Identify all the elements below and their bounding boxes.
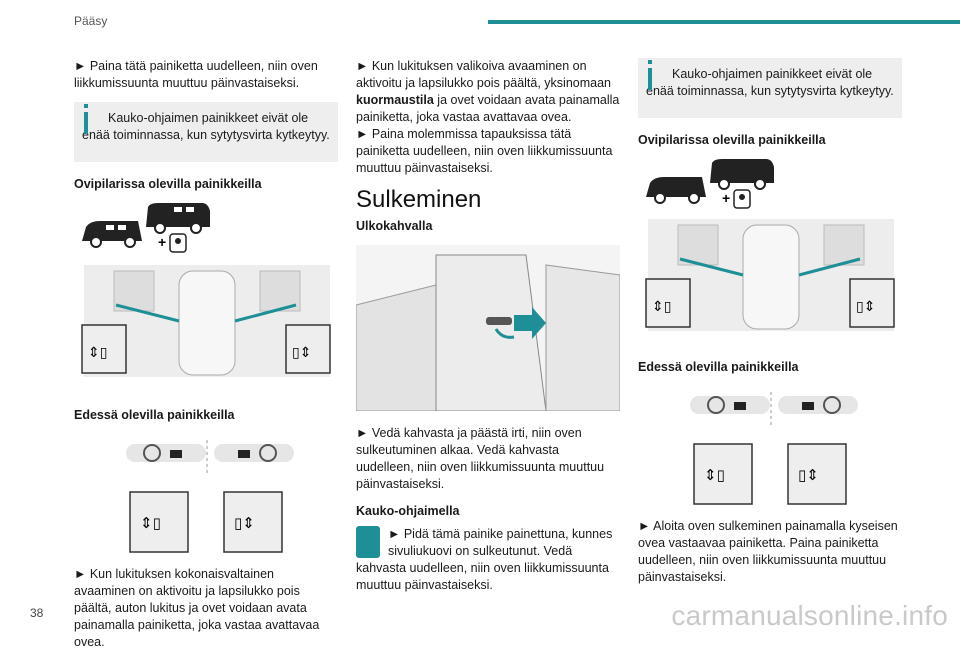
front-buttons-illustration: ⇕▯ ▯⇕	[126, 440, 294, 553]
paragraph: ► Paina tätä painiketta uudelleen, niin …	[74, 59, 318, 90]
paragraph: ► Kun lukituksen valikoiva avaaminen on …	[356, 58, 620, 126]
page-number: 38	[30, 606, 44, 620]
remote-paragraph: ► Pidä tämä painike painettuna, kunnes s…	[356, 526, 620, 594]
column-2: ► Kun lukituksen valikoiva avaaminen on …	[356, 58, 620, 594]
info-icon-bar	[84, 112, 88, 134]
heading-side-buttons: Ovipilarissa olevilla painikkeilla	[638, 133, 826, 147]
info-box: Kauko-ohjaimen painikkeet eivät ole enää…	[638, 58, 902, 118]
svg-text:⇕▯: ⇕▯	[704, 466, 725, 484]
remote-key-icon	[356, 526, 380, 558]
heading-side-buttons: Ovipilarissa olevilla painikkeilla	[74, 177, 262, 191]
vans-icon: +	[646, 159, 774, 209]
bold-term: kuormaustila	[356, 93, 434, 107]
front-buttons-illustration: ⇕▯ ▯⇕	[690, 392, 858, 505]
info-icon	[84, 104, 88, 108]
svg-text:⇕▯: ⇕▯	[88, 345, 107, 361]
header-accent-bar	[488, 20, 960, 24]
column-3: Kauko-ohjaimen painikkeet eivät ole enää…	[638, 58, 902, 586]
text-run: ► Kun lukituksen valikoiva avaaminen on …	[356, 59, 611, 90]
svg-text:+: +	[722, 190, 730, 206]
svg-text:⇕▯: ⇕▯	[652, 299, 671, 315]
watermark: carmanualsonline.info	[671, 600, 948, 631]
heading-outer-handle: Ulkokahvalla	[356, 219, 433, 233]
vans-icon: +	[82, 203, 210, 253]
door-pillar-buttons-illustration: ⇕▯ ▯⇕	[81, 265, 331, 377]
info-text: Kauko-ohjaimen painikkeet eivät ole enää…	[646, 67, 894, 98]
info-text: Kauko-ohjaimen painikkeet eivät ole enää…	[82, 111, 330, 142]
info-icon	[648, 60, 652, 64]
svg-text:+: +	[158, 234, 166, 250]
heading-front-buttons: Edessä olevilla painikkeilla	[74, 408, 235, 422]
svg-text:▯⇕: ▯⇕	[798, 466, 819, 484]
paragraph: ► Paina molemmissa tapauksissa tätä pain…	[356, 127, 613, 175]
info-box: Kauko-ohjaimen painikkeet eivät ole enää…	[74, 102, 338, 162]
paragraph: ► Vedä kahvasta ja päästä irti, niin ove…	[356, 426, 605, 491]
paragraph: ► Pidä tämä painike painettuna, kunnes s…	[356, 527, 613, 592]
column-1: ► Paina tätä painiketta uudelleen, niin …	[74, 58, 338, 651]
heading-front-buttons: Edessä olevilla painikkeilla	[638, 360, 799, 374]
svg-text:▯⇕: ▯⇕	[292, 345, 311, 361]
svg-text:▯⇕: ▯⇕	[856, 299, 875, 315]
paragraph: ► Kun lukituksen kokonaisvaltainen avaam…	[74, 567, 320, 649]
svg-text:⇕▯: ⇕▯	[140, 514, 161, 532]
section-heading: Sulkeminen	[356, 186, 482, 213]
text-run: ja ovet voidaan avata painamalla painike…	[356, 93, 620, 124]
info-icon-bar	[648, 68, 652, 90]
outer-handle-illustration	[356, 245, 620, 411]
door-pillar-buttons-illustration: ⇕▯ ▯⇕	[645, 219, 895, 331]
heading-remote: Kauko-ohjaimella	[356, 504, 460, 518]
paragraph: ► Aloita oven sulkeminen painamalla kyse…	[638, 519, 898, 584]
svg-text:▯⇕: ▯⇕	[234, 514, 255, 532]
section-title: Pääsy	[74, 14, 108, 28]
